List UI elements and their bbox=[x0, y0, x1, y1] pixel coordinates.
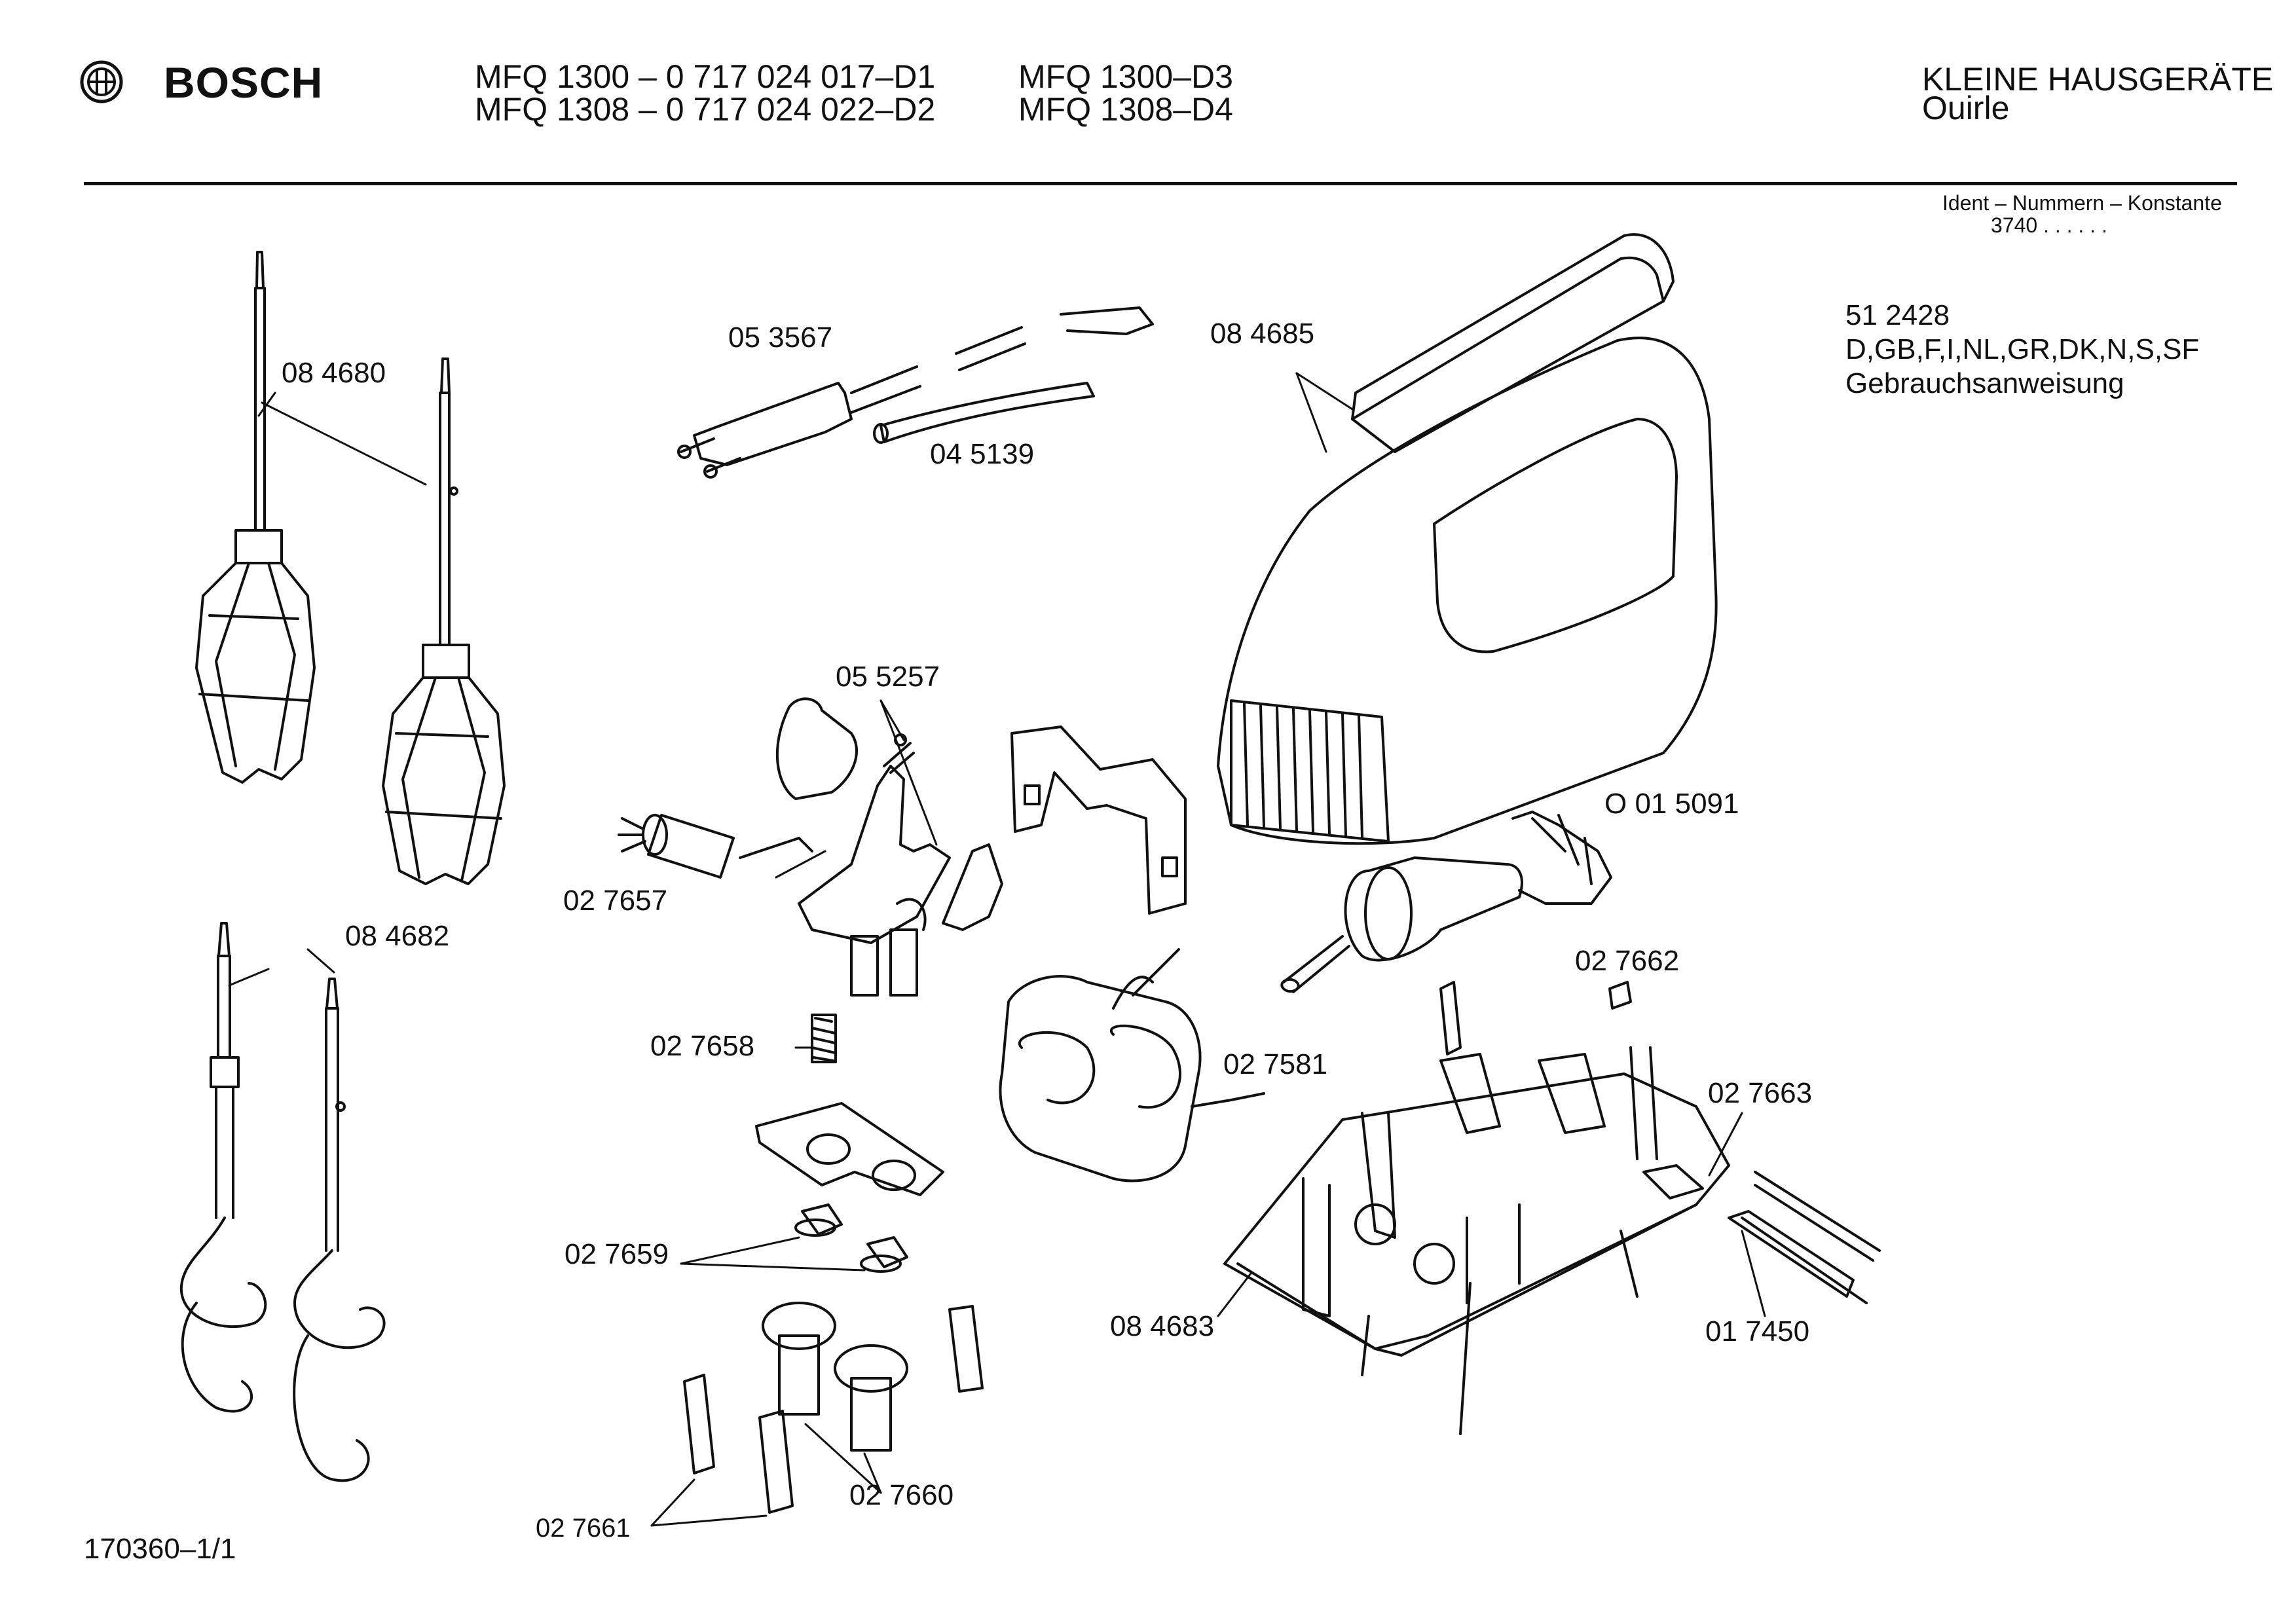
model-line-2: MFQ 1308 – 0 717 024 022–D2 bbox=[475, 91, 936, 128]
part-label-027659[interactable]: 02 7659 bbox=[565, 1238, 669, 1270]
bosch-armature-icon bbox=[80, 60, 123, 103]
part-label-027663[interactable]: 02 7663 bbox=[1708, 1077, 1813, 1109]
model-variant-1: MFQ 1300–D3 bbox=[1018, 58, 1233, 95]
suppressor-drawing bbox=[619, 815, 812, 877]
cord-sleeve-drawing bbox=[874, 383, 1094, 443]
header-divider bbox=[84, 182, 2237, 185]
switch-assembly-drawing bbox=[777, 699, 1002, 995]
ident-label: Ident – Nummern – Konstante bbox=[1942, 191, 2222, 215]
base-drawing bbox=[1225, 982, 1729, 1434]
manual-title: Gebrauchsanweisung bbox=[1845, 367, 2124, 399]
part-label-027662[interactable]: 02 7662 bbox=[1575, 945, 1680, 977]
power-cord-drawing bbox=[678, 308, 1153, 477]
part-label-027660[interactable]: 02 7660 bbox=[849, 1479, 954, 1511]
part-label-027658[interactable]: 02 7658 bbox=[650, 1030, 755, 1062]
part-label-084683[interactable]: 08 4683 bbox=[1110, 1310, 1215, 1342]
terminal-lug-drawing bbox=[1644, 1165, 1703, 1198]
switch-knobs-drawing bbox=[796, 1205, 907, 1272]
manual-languages: D,GB,F,I,NL,GR,DK,N,S,SF bbox=[1845, 333, 2200, 365]
whisk-right-drawing bbox=[383, 359, 504, 884]
category-subtitle: Ouirle bbox=[1922, 90, 2010, 126]
model-line-1: MFQ 1300 – 0 717 024 017–D1 bbox=[475, 58, 936, 95]
leader-lines bbox=[229, 373, 1765, 1526]
manual-number: 51 2428 bbox=[1845, 299, 1950, 331]
part-label-045139[interactable]: 04 5139 bbox=[930, 438, 1035, 470]
clips-drawing bbox=[684, 1306, 982, 1512]
part-label-053567[interactable]: 05 3567 bbox=[728, 321, 833, 354]
cord-guard-drawing bbox=[1729, 1172, 1879, 1303]
dough-hook-right-drawing bbox=[294, 979, 384, 1480]
part-label-027661[interactable]: 02 7661 bbox=[536, 1514, 631, 1543]
part-label-027581[interactable]: 02 7581 bbox=[1223, 1048, 1328, 1080]
part-label-055257[interactable]: 05 5257 bbox=[836, 661, 940, 693]
part-label-084680[interactable]: 08 4680 bbox=[282, 357, 386, 389]
brand-name: BOSCH bbox=[164, 58, 324, 107]
ident-value: 3740 . . . . . . bbox=[1991, 213, 2107, 237]
armature-drawing bbox=[1282, 812, 1611, 992]
whisk-left-drawing bbox=[196, 252, 314, 782]
housing-drawing bbox=[1218, 234, 1716, 843]
part-label-084685[interactable]: 08 4685 bbox=[1210, 318, 1315, 350]
part-label-017450[interactable]: 01 7450 bbox=[1705, 1315, 1810, 1347]
model-variant-2: MFQ 1308–D4 bbox=[1018, 91, 1233, 128]
category-title: KLEINE HAUSGERÄTE bbox=[1922, 61, 2274, 98]
spring-drawing bbox=[812, 1015, 836, 1062]
part-label-084682[interactable]: 08 4682 bbox=[345, 920, 450, 952]
dough-hook-left-drawing bbox=[181, 923, 265, 1411]
part-label-015091[interactable]: O 01 5091 bbox=[1604, 788, 1739, 820]
stator-drawing bbox=[1000, 949, 1264, 1181]
drawing-reference: 170360–1/1 bbox=[84, 1533, 236, 1565]
motor-bracket-drawing bbox=[1012, 727, 1185, 913]
rotary-knobs-drawing bbox=[763, 1303, 907, 1450]
switch-plate-drawing bbox=[756, 1103, 943, 1195]
connector-drawing bbox=[1610, 982, 1631, 1008]
bosch-logo bbox=[79, 59, 124, 105]
part-label-027657[interactable]: 02 7657 bbox=[563, 885, 668, 917]
